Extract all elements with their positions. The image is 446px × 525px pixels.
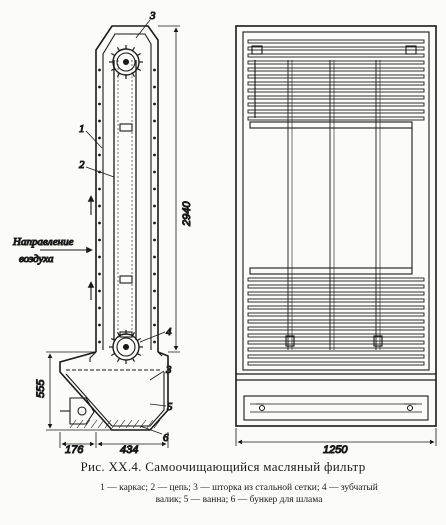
part-label-3-bottom: 3	[165, 364, 172, 376]
air-direction-label-1: Направление	[12, 236, 74, 248]
part-label-3-top: 3	[149, 10, 156, 22]
part-label-5: 5	[167, 401, 173, 413]
figure-legend: 1 — каркас; 2 — цепь; 3 — шторка из стал…	[34, 482, 444, 506]
part-label-6: 6	[163, 432, 169, 444]
frame-rivets	[98, 68, 156, 344]
frame-inner	[102, 33, 152, 350]
part-label-1: 1	[79, 123, 85, 135]
figure-caption: Рис. XX.4. Самоочищающийся масляный филь…	[80, 459, 366, 474]
legend-line-1: 1 — каркас; 2 — цепь; 3 — шторка из стал…	[100, 483, 378, 493]
dim-label-2940: 2940	[181, 201, 193, 227]
dim-label-555: 555	[35, 379, 47, 398]
dim-front-width	[235, 428, 437, 446]
filter-drawing: 3 1 2 4 3 5 6 Направление воздуха 2940 5…	[11, 9, 437, 455]
dim-bottom-widths	[59, 432, 169, 448]
part-label-4: 4	[166, 326, 172, 338]
top-sprocket	[109, 45, 143, 79]
part-label-2: 2	[79, 159, 85, 171]
dim-label-1250: 1250	[323, 444, 348, 455]
front-view: 1250	[235, 25, 437, 455]
oil-bath	[59, 351, 169, 431]
frame-casing	[95, 25, 159, 352]
dim-label-434: 434	[120, 444, 138, 455]
dim-label-176: 176	[65, 444, 84, 455]
dim-height-total	[158, 25, 180, 353]
air-direction	[40, 195, 95, 300]
front-outer-frame	[235, 25, 437, 427]
sludge-bunker	[60, 397, 95, 425]
bottom-sprocket	[109, 330, 143, 364]
legend-line-2: валик; 5 — ванна; 6 — бункер для шлама	[155, 495, 323, 505]
side-view: 3 1 2 4 3 5 6 Направление воздуха 2940 5…	[11, 9, 193, 455]
front-inner-frame	[242, 31, 430, 371]
air-direction-label-2: воздуха	[19, 253, 54, 265]
dim-height-bath	[46, 351, 112, 431]
chain-loop	[113, 60, 137, 340]
